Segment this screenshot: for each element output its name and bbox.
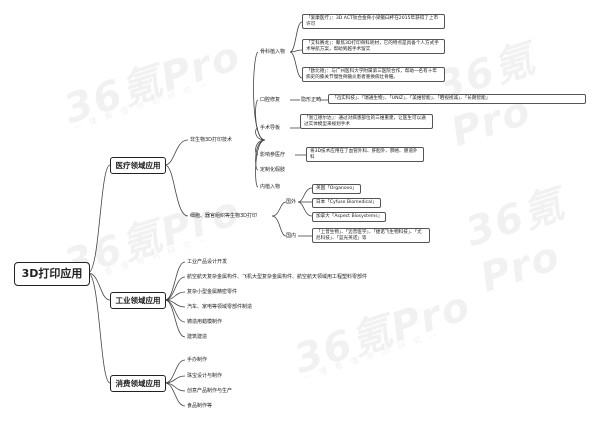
leaf-industry: 汽车、家电等领域零部件制造 [187,304,253,310]
root-node: 3D打印应用 [14,262,90,286]
leaf-oubide: 「欧比德」：与广州医科大学附属第三医院合作，帮助一名有十年病史的膝关节慢性骨髓炎… [302,67,445,83]
leaf-domestic-companies: 「上普生物」、「迈普医学」、「捷诺飞生物科技」、「尤尼科技」、「蓝光英诺」等 [312,228,430,244]
leaf-aligner-companies: 「迅实科技」、「瑞通生物」、「UNIZ」、「美维智能」、「晒视视诚」、「长朗智能… [328,94,586,104]
category-industry: 工业领域应用 [110,292,166,309]
leaf-aikang: 「爱康医疗」：3D ACT钛合金骨小梁髋臼杯在2015年获得了上市许可 [302,14,445,30]
leaf-aspect: 加拿大「Aspect Biosystems」 [312,212,387,222]
branch-surgery-medical: 影响参医疗 [260,152,286,158]
branch-implants: 内植入物 [260,184,281,190]
branch-oral-repair: 口腔修复 [260,97,281,103]
leaf-cyfuse: 日本「Cyfuse Biomedical」 [312,198,381,208]
leaf-industry: 复杂小型金属精密零件 [187,289,238,295]
category-consumer: 消费领域应用 [110,375,166,392]
leaf-zhejiang-deerda: 「浙江德尔达」：通过对病患部位的三维重建，让医生可以通过实体模型来规划手术 [300,114,433,130]
leaf-surgery-fields: 将3D技术应用在了血管外科、肝胆外、肺癌、肠道外科 [306,147,424,163]
branch-domestic: 国内 [286,233,297,239]
leaf-industry: 航空航天复杂金属构件、飞机大型复杂金属构件、航空航天领域用工程塑料零部件 [187,274,368,280]
leaf-aikesailong: 「艾科赛龙」：聚焦3D打印骨科耗材，它的特点是具备个人方式手术导航方案，帮助到越… [302,39,445,55]
leaf-consumer: 创意产品制作与生产 [187,388,233,394]
branch-abroad: 国外 [286,199,297,205]
branch-clear-aligners: 隐形正畸 [301,97,322,103]
category-medical: 医疗领域应用 [110,157,166,174]
leaf-consumer: 珠宝设计与制作 [187,373,223,379]
branch-surgical-guides: 手术导板 [260,125,281,131]
leaf-industry: 工业产品设计开发 [187,259,228,265]
leaf-industry: 铸造用蜡模制作 [187,319,223,325]
leaf-industry: 建筑建造 [187,334,208,340]
leaf-consumer: 食品制作等 [187,403,213,409]
branch-nonbio-printing: 非生物3D打印技术 [190,137,233,143]
leaf-organovo: 英国「Organovo」 [312,184,361,194]
branch-bio-printing: 细胞、器官组织等生物3D打印 [190,213,258,219]
leaf-consumer: 手办制作 [187,357,208,363]
branch-orthopedic-implants: 骨科植入物 [260,49,286,55]
branch-custom-prosthetics: 定制化假肢 [260,167,286,173]
